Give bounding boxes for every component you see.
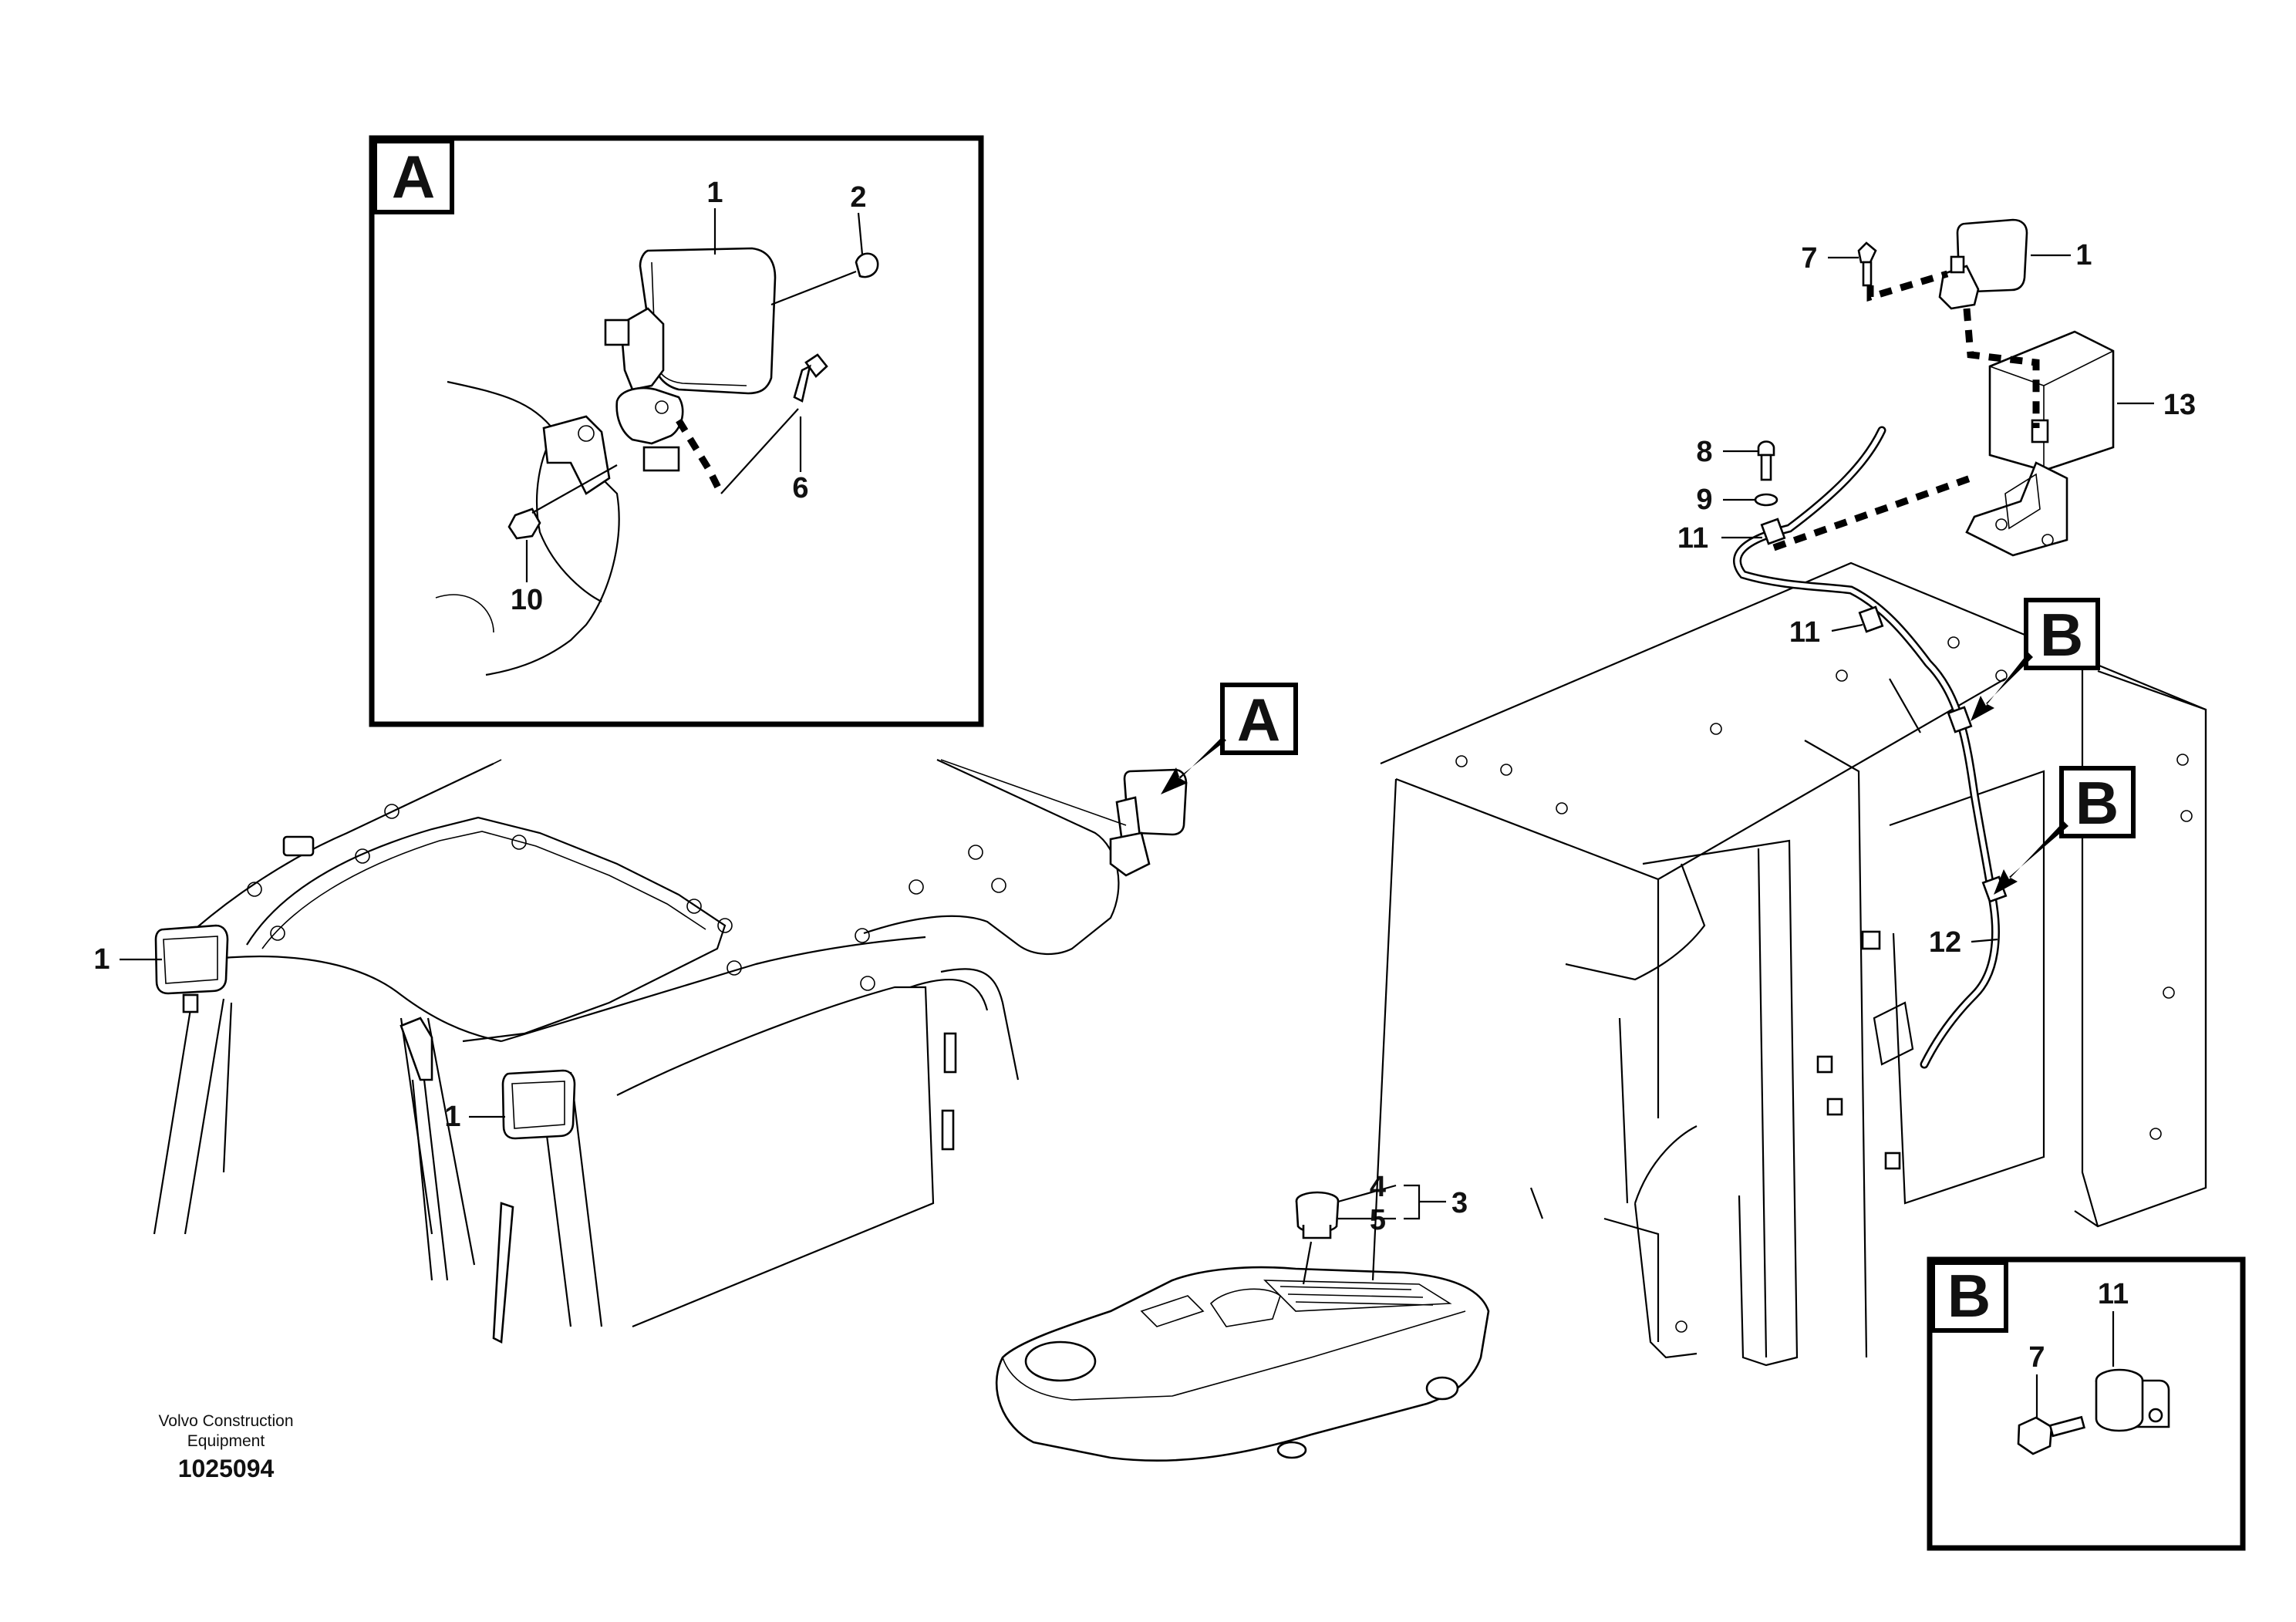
detail-a-cab-pillar [447, 380, 620, 676]
drawing-number: 1025094 [178, 1455, 275, 1482]
rear-zone-b-badge-1 [2024, 598, 2100, 670]
brand-line-1: Volvo Construction [158, 1412, 293, 1430]
detail-b-callout-7: 7 [2028, 1341, 2045, 1374]
cab-work-light-right [501, 1069, 576, 1140]
rear-zone-b-arrow-2 [1994, 821, 2068, 895]
detail-b-zone-letter: B [1947, 1262, 1991, 1330]
rear-callout-1: 1 [2075, 239, 2092, 271]
cab-zone-a-arrow [1161, 737, 1226, 794]
detail-a-mount-bracket [542, 415, 611, 495]
rear-view: B B 7 1 13 8 9 11 11 12 [1371, 218, 2207, 1367]
detail-b-bolt-7 [2017, 1415, 2085, 1455]
rear-callout-11-upper: 11 [1677, 522, 1708, 555]
detail-a-callout-2: 2 [850, 181, 866, 214]
cab-callout-1-right: 1 [444, 1101, 460, 1133]
footer-block: Volvo Construction Equipment 1025094 [158, 1412, 293, 1482]
detail-a-zone-letter: A [392, 143, 435, 211]
cab-roof [177, 763, 494, 946]
detail-a-panel: A 1 2 6 10 [369, 135, 984, 727]
cab-zone-a-badge [1220, 683, 1298, 755]
brand-line-2: Equipment [187, 1432, 265, 1450]
rear-callout-8: 8 [1696, 436, 1712, 468]
cab-view: A 1 1 [93, 683, 1298, 1344]
detail-a-bolt-2 [855, 252, 879, 278]
rear-zone-b-letter-1: B [2040, 601, 2083, 669]
detail-b-panel: B 11 7 [1927, 1256, 2246, 1551]
detail-a-mirror-arm [619, 307, 665, 391]
rear-callout-7: 7 [1801, 242, 1817, 275]
rear-callout-9: 9 [1696, 484, 1712, 516]
cab-callout-1-left: 1 [93, 943, 110, 976]
rear-zone-b-arrow-1 [1971, 653, 2033, 721]
console-callout-5: 5 [1370, 1204, 1386, 1236]
rear-callout-11-lower: 11 [1789, 616, 1820, 649]
detail-a-mirror-head [639, 247, 777, 395]
rear-zone-b-letter-2: B [2075, 769, 2119, 837]
rear-washer-9 [1754, 493, 1778, 507]
console-switch [1295, 1191, 1340, 1239]
detail-a-nut-10 [507, 508, 541, 540]
rear-light-1 [1938, 218, 2028, 310]
detail-a-callout-1: 1 [706, 177, 723, 209]
cab-door-frame [538, 968, 1020, 1327]
cab-work-light-left [154, 924, 229, 1013]
cab-roof-hatch [246, 816, 727, 1043]
detail-a-bolt-6 [804, 353, 828, 378]
detail-a-zone-badge [373, 139, 454, 214]
rear-bracket-13 [1965, 330, 2115, 557]
cab-left-pillar [153, 994, 233, 1235]
detail-b-clip-11 [2095, 1368, 2170, 1432]
cab-mirror [1109, 768, 1188, 877]
console-callout-3: 3 [1451, 1187, 1468, 1219]
rear-bolt-8 [1757, 440, 1775, 457]
rear-callout-12: 12 [1929, 926, 1961, 959]
rear-screw-7 [1857, 241, 1877, 264]
rear-zone-b-badge-2 [2059, 766, 2136, 838]
detail-a-callout-10: 10 [511, 584, 543, 616]
cab-wiper-arm [400, 1017, 433, 1081]
detail-b-zone-badge [1930, 1260, 2008, 1333]
detail-a-callout-6: 6 [792, 472, 808, 504]
console-body [995, 1266, 1490, 1462]
rear-callout-13: 13 [2163, 389, 2196, 421]
detail-b-callout-11: 11 [2098, 1278, 2129, 1310]
console-view: 4 5 3 [995, 1171, 1490, 1462]
cab-zone-a-letter: A [1237, 686, 1280, 754]
